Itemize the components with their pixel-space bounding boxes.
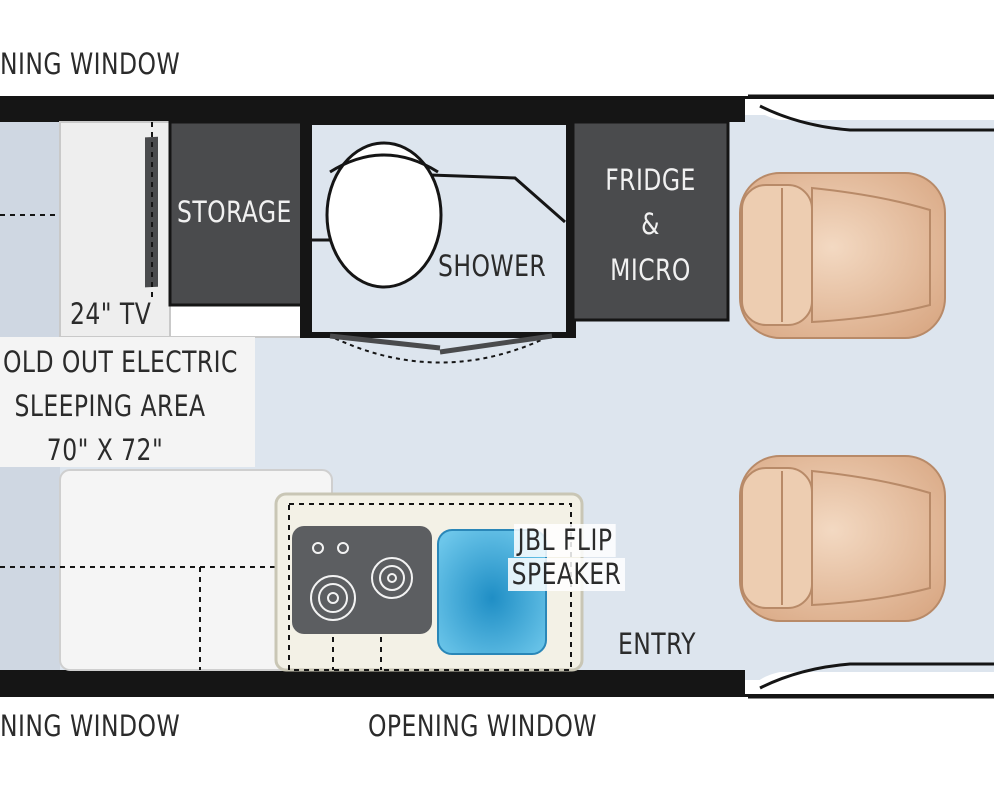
top-window-label: NING WINDOW bbox=[0, 47, 181, 81]
toilet-bowl bbox=[325, 141, 443, 289]
sleeping-area-line1: OLD OUT ELECTRIC bbox=[3, 345, 238, 379]
burner-small-1 bbox=[312, 542, 324, 554]
burner-large-2-center bbox=[387, 573, 397, 583]
bathroom-inner-wall bbox=[306, 124, 312, 334]
tv-label: 24" TV bbox=[70, 297, 152, 331]
cab-outline-top bbox=[745, 96, 994, 120]
cab-outline-bottom bbox=[745, 672, 994, 697]
wall-top bbox=[0, 96, 745, 122]
sleeping-area-line2: SLEEPING AREA bbox=[14, 389, 206, 423]
bathroom-door-left bbox=[329, 333, 441, 351]
sleeping-area-zone bbox=[0, 337, 255, 467]
fridge-label-1: FRIDGE bbox=[605, 163, 696, 197]
wall-bottom-edge bbox=[0, 694, 994, 697]
sleeping-area-line3: 70" X 72" bbox=[46, 433, 164, 467]
wall-top-edge bbox=[0, 96, 994, 99]
bottom-center-window-label: OPENING WINDOW bbox=[368, 709, 597, 743]
bathroom-door-right bbox=[439, 333, 553, 355]
entry-label: ENTRY bbox=[618, 627, 696, 661]
bathroom-inner-wall-2 bbox=[566, 124, 572, 334]
shower-label: SHOWER bbox=[438, 249, 547, 283]
cooktop bbox=[292, 526, 432, 634]
storage-label: STORAGE bbox=[177, 195, 292, 229]
burner-large-2 bbox=[371, 557, 413, 599]
bathroom-door-swing bbox=[327, 334, 553, 364]
burner-small-2 bbox=[337, 542, 349, 554]
wall-bottom bbox=[0, 670, 745, 697]
speaker-label-1: JBL FLIP bbox=[514, 524, 617, 557]
toilet-seat bbox=[329, 153, 439, 174]
fridge-label-3: MICRO bbox=[610, 253, 691, 287]
burner-large-1 bbox=[310, 575, 356, 621]
shower-curtain-line bbox=[429, 173, 566, 224]
burner-large-1-inner bbox=[318, 583, 348, 613]
passenger-seat bbox=[739, 455, 946, 622]
driver-seat bbox=[739, 172, 946, 339]
storage-cabinet bbox=[168, 120, 305, 307]
fridge-label-2: & bbox=[641, 207, 660, 241]
bottom-left-window-label: NING WINDOW bbox=[0, 709, 181, 743]
speaker-label-2: SPEAKER bbox=[508, 558, 625, 591]
burner-large-2-inner bbox=[379, 565, 405, 591]
bench-shelf bbox=[169, 304, 304, 338]
fridge-cabinet bbox=[571, 120, 730, 322]
burner-large-1-center bbox=[327, 592, 339, 604]
